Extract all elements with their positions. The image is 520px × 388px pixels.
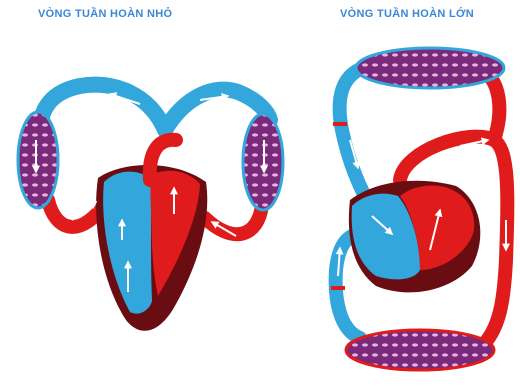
right-pulmonary-vein <box>205 205 262 234</box>
valve-mark-bottom <box>331 286 345 290</box>
left-pulmonary-artery <box>40 85 165 130</box>
right-heart <box>103 172 152 314</box>
left-lung-capillaries <box>18 112 58 208</box>
upper-body-capillaries <box>356 48 504 88</box>
pulmonary-circulation <box>18 85 283 331</box>
superior-vena-cava <box>340 66 372 208</box>
valve-mark-top <box>333 122 347 126</box>
lower-body-capillaries <box>346 330 494 370</box>
systemic-circulation <box>331 48 507 370</box>
